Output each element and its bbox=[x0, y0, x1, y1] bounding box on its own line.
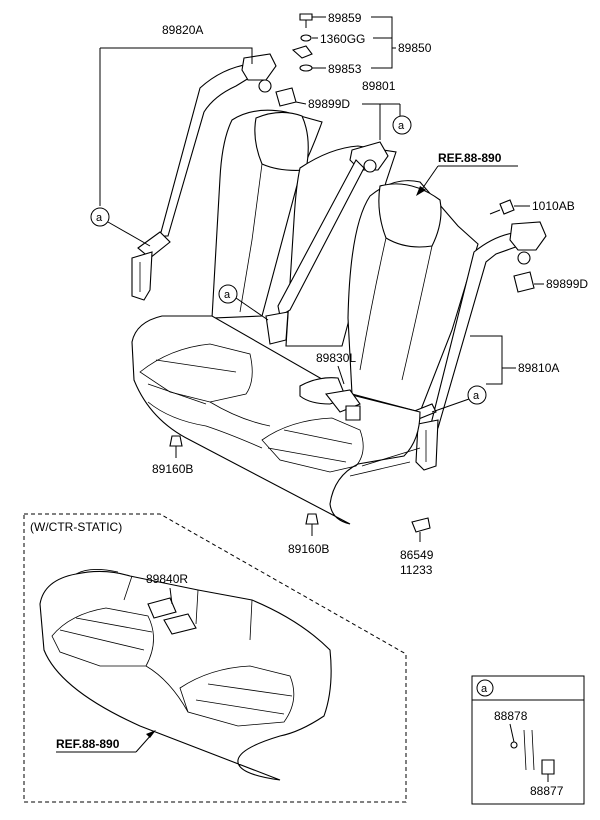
callout-a-left: a bbox=[90, 207, 151, 247]
svg-text:89850: 89850 bbox=[398, 41, 432, 55]
svg-text:a: a bbox=[481, 683, 488, 695]
ctr-static-variant-box: (W/CTR-STATIC) bbox=[23, 513, 407, 803]
label-89840R: 89840R bbox=[146, 572, 188, 605]
label-89801: 89801 a bbox=[362, 79, 412, 140]
label-89830L: 89830L bbox=[316, 351, 356, 385]
svg-text:89160B: 89160B bbox=[288, 542, 329, 556]
bolt-1010AB: 1010AB bbox=[489, 199, 575, 215]
label-89820A: 89820A bbox=[99, 23, 253, 206]
svg-text:89801: 89801 bbox=[362, 79, 396, 93]
ctr-static-cushion bbox=[39, 569, 332, 781]
svg-text:89840R: 89840R bbox=[146, 572, 188, 586]
label-group-89850: 89859 1360GG 89850 89853 bbox=[312, 11, 432, 76]
svg-text:a: a bbox=[96, 212, 103, 224]
right-seat-belt-assembly bbox=[411, 221, 547, 471]
svg-text:a: a bbox=[398, 120, 405, 132]
svg-text:1360GG: 1360GG bbox=[320, 32, 365, 46]
svg-text:89830L: 89830L bbox=[316, 351, 356, 365]
clip-89160B-left: 89160B bbox=[152, 435, 193, 476]
clip-89160B-mid: 89160B bbox=[288, 513, 329, 556]
anchor-bolt-group bbox=[291, 13, 313, 72]
svg-text:89899D: 89899D bbox=[308, 97, 350, 111]
seat-back-left bbox=[211, 109, 323, 319]
detail-a-box: a 88878 88877 bbox=[471, 675, 585, 805]
svg-text:89899D: 89899D bbox=[546, 277, 588, 291]
cover-89899D-top: 89899D bbox=[275, 87, 350, 111]
svg-text:89859: 89859 bbox=[328, 11, 362, 25]
svg-text:a: a bbox=[473, 390, 480, 402]
svg-text:a: a bbox=[224, 289, 231, 301]
svg-text:88877: 88877 bbox=[530, 784, 564, 798]
reference-bottom: REF.88-890 bbox=[56, 730, 156, 753]
svg-text:11233: 11233 bbox=[400, 563, 433, 577]
reference-top: REF.88-890 bbox=[416, 151, 518, 196]
svg-text:89820A: 89820A bbox=[162, 23, 203, 37]
svg-text:89810A: 89810A bbox=[518, 361, 559, 375]
label-89810A: 89810A bbox=[470, 335, 559, 385]
seat-back-right bbox=[347, 180, 479, 413]
svg-text:REF.88-890: REF.88-890 bbox=[56, 737, 120, 751]
svg-text:86549: 86549 bbox=[400, 548, 434, 562]
cover-89899D-right: 89899D bbox=[513, 271, 588, 293]
bolt-86549: 86549 11233 bbox=[400, 517, 434, 577]
svg-text:1010AB: 1010AB bbox=[532, 199, 575, 213]
svg-text:(W/CTR-STATIC): (W/CTR-STATIC) bbox=[30, 520, 122, 534]
callout-a-right: a bbox=[431, 385, 487, 413]
svg-text:88878: 88878 bbox=[494, 709, 528, 723]
left-seat-belt-assembly bbox=[131, 53, 277, 301]
callout-a-center: a bbox=[218, 284, 269, 321]
svg-text:REF.88-890: REF.88-890 bbox=[438, 151, 502, 165]
seat-cushion bbox=[131, 315, 421, 525]
svg-text:89160B: 89160B bbox=[152, 462, 193, 476]
svg-text:89853: 89853 bbox=[328, 62, 362, 76]
